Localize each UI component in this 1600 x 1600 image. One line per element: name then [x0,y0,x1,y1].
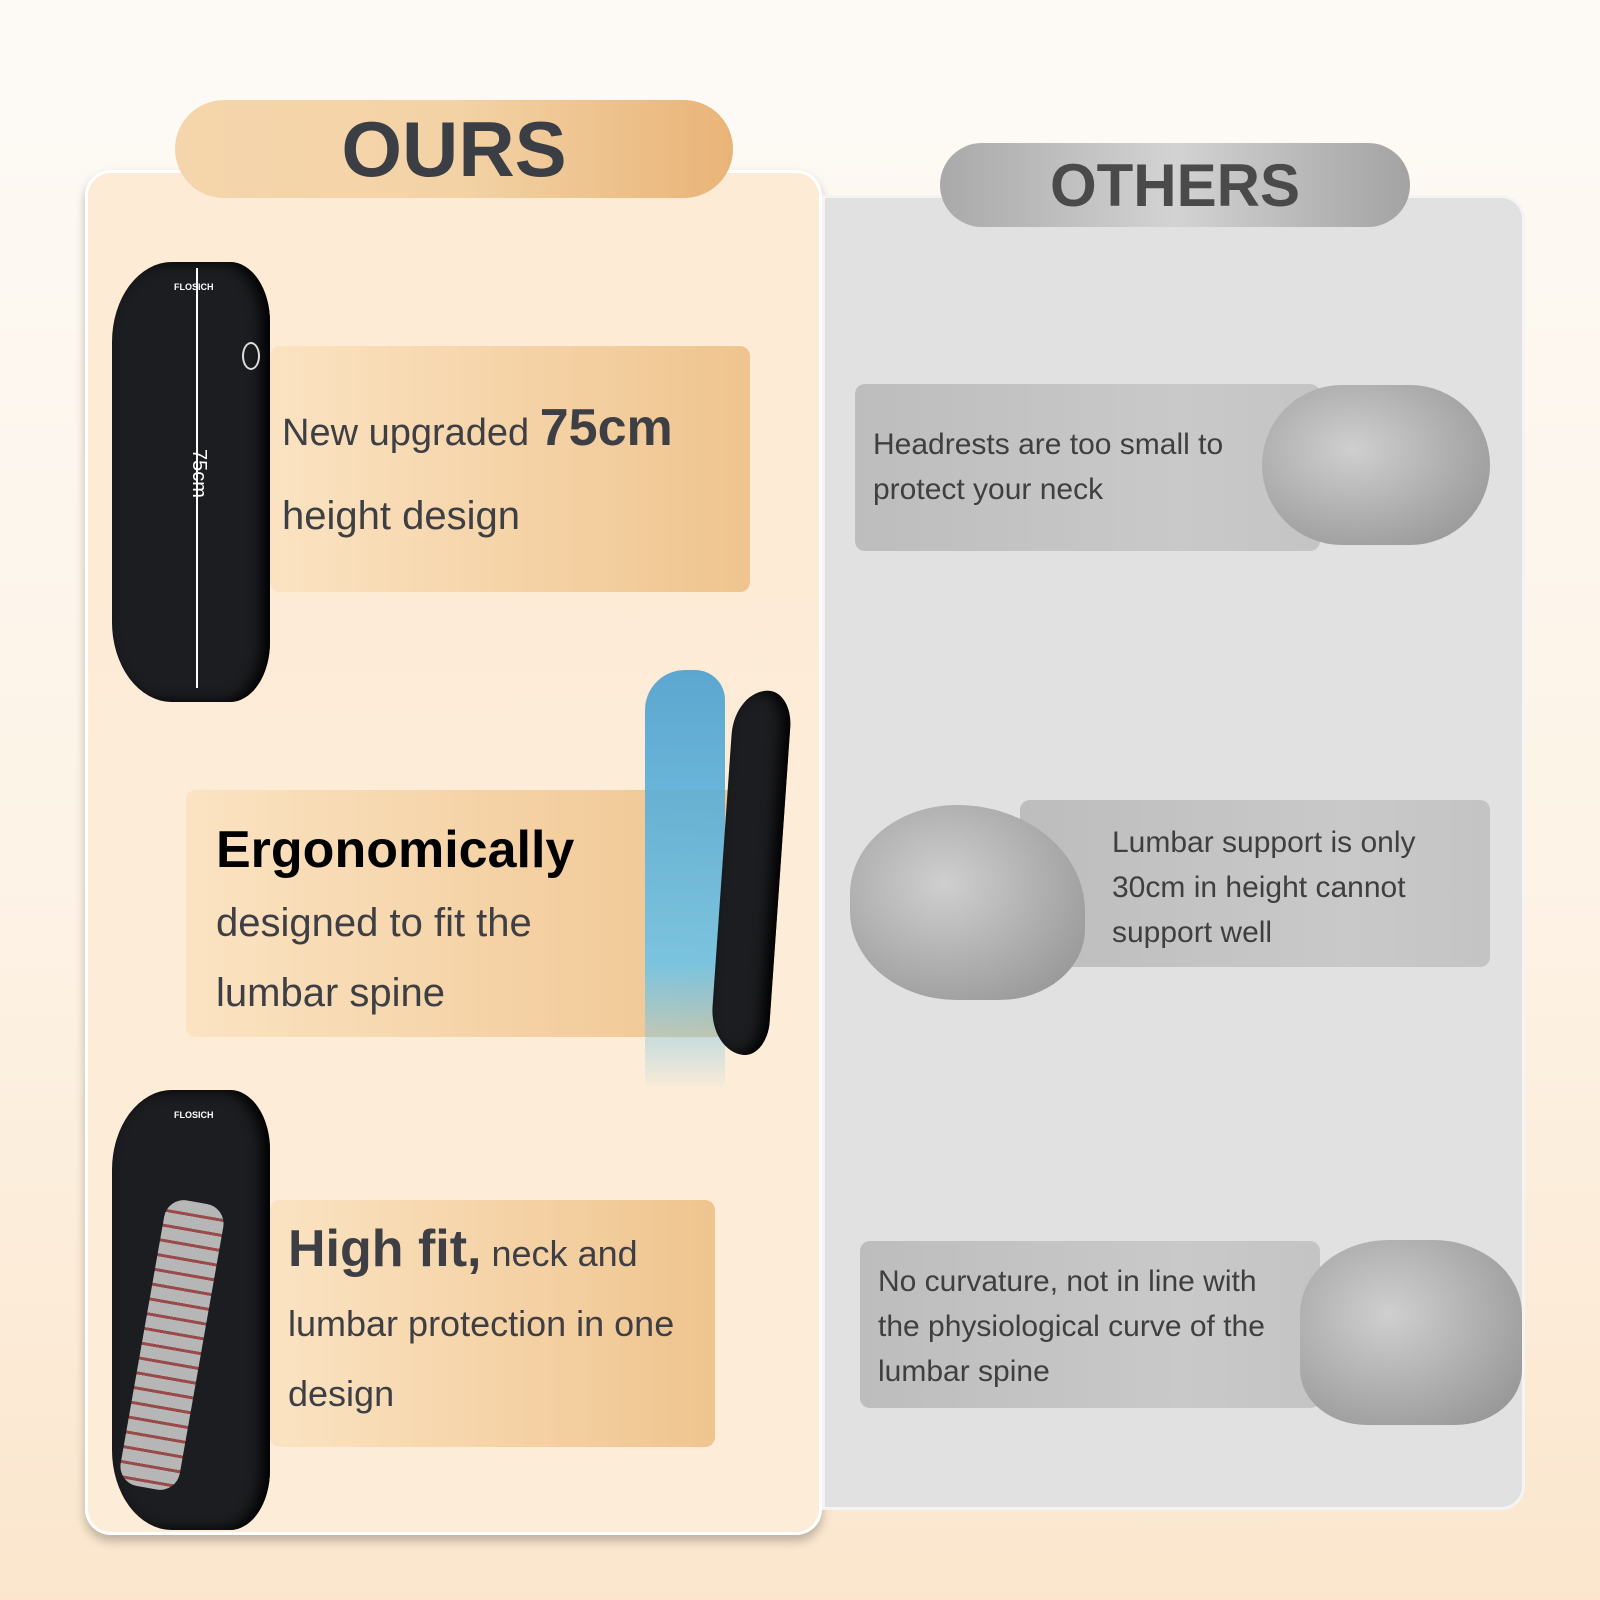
feature-text: New upgraded [282,412,540,454]
feature-text: Lumbar support is only 30cm in height ca… [1112,826,1416,949]
flat-lumbar-pillow-image [1300,1240,1522,1425]
cushion-image: 75cm FLOSICH [112,262,270,702]
others-feature-1: Headrests are too small to protect your … [855,384,1320,551]
small-headrest-image [1262,385,1490,545]
brand-logo: FLOSICH [174,1110,214,1120]
logo-badge-icon [242,342,260,370]
feature-text: No curvature, not in line with the physi… [878,1265,1265,1388]
spine-image [117,1196,227,1494]
feature-highlight: 75cm [539,399,673,457]
height-label: 75cm [187,449,210,498]
feature-text: neck and lumbar protection in one design [288,1233,675,1414]
ours-title: OURS [175,100,733,198]
height-arrow [196,268,198,688]
cushion-spine-image: FLOSICH [112,1090,270,1530]
feature-text: designed to fit the lumbar spine [216,901,532,1015]
feature-text: height design [282,494,520,538]
ours-feature-1: New upgraded 75cm height design [270,346,750,592]
ours-feature-3: High fit, neck and lumbar protection in … [270,1200,715,1447]
feature-highlight: Ergonomically [216,821,575,879]
feature-text: Headrests are too small to protect your … [873,428,1224,506]
human-body-image [645,670,725,1090]
others-title: OTHERS [940,143,1410,227]
small-lumbar-pillow-image [850,805,1085,1000]
others-feature-3: No curvature, not in line with the physi… [860,1241,1320,1408]
feature-highlight: High fit, [288,1220,482,1278]
others-feature-2: Lumbar support is only 30cm in height ca… [1020,800,1490,967]
brand-logo: FLOSICH [174,282,214,292]
